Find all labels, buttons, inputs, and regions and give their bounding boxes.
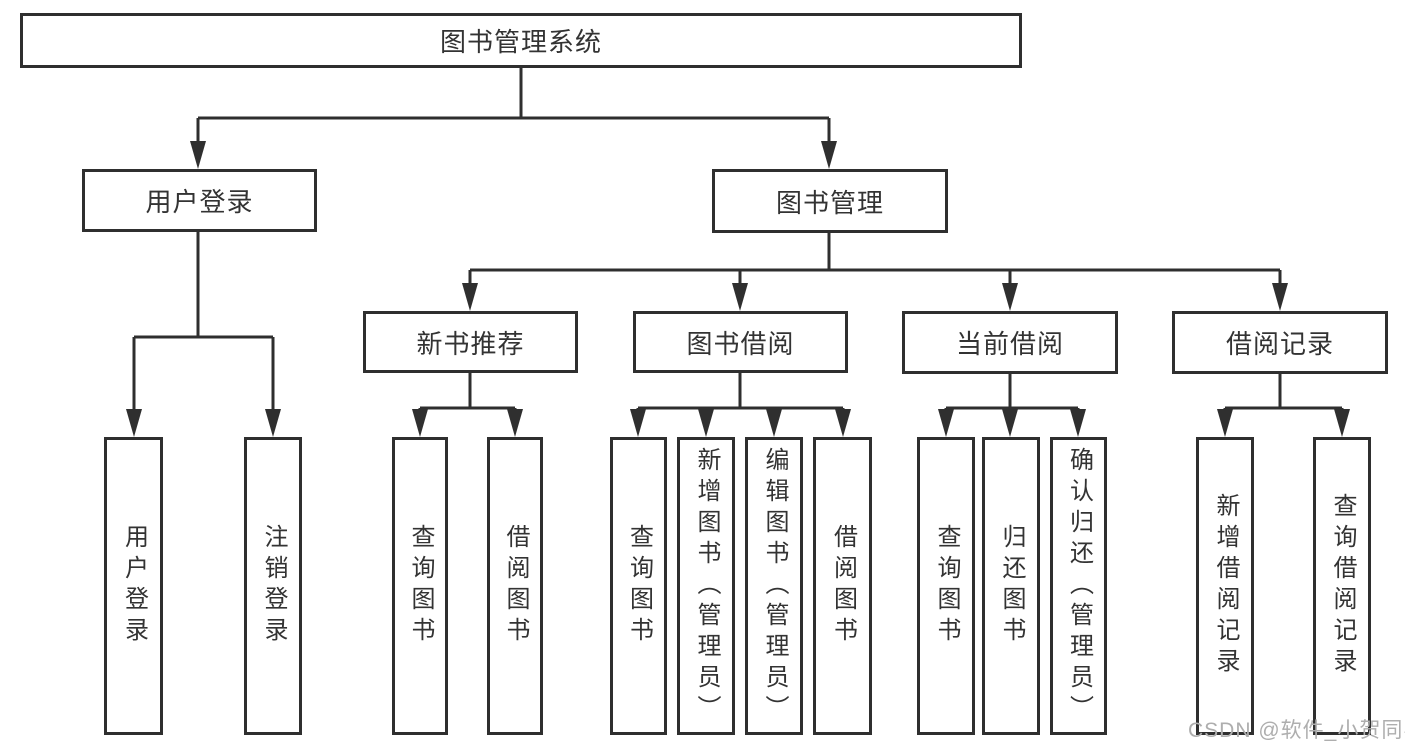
node-label: 查询图书 bbox=[625, 524, 653, 648]
node-borrowing-records: 借阅记录 bbox=[1172, 311, 1388, 374]
leaf-query-books-recommend: 查询图书 bbox=[392, 437, 448, 735]
node-label: 归还图书 bbox=[998, 524, 1025, 648]
node-label: 借阅图书 bbox=[502, 524, 529, 648]
node-label: 借阅图书 bbox=[829, 524, 857, 648]
node-book-management: 图书管理 bbox=[712, 169, 948, 233]
connector-shafts bbox=[132, 66, 1344, 413]
leaf-logout-login: 注销登录 bbox=[244, 437, 302, 735]
leaf-query-borrow-record: 查询借阅记录 bbox=[1313, 437, 1371, 735]
node-library-management-system: 图书管理系统 bbox=[20, 13, 1022, 68]
node-book-borrowing: 图书借阅 bbox=[633, 311, 848, 373]
node-new-book-recommend: 新书推荐 bbox=[363, 311, 578, 373]
node-label: 当前借阅 bbox=[955, 329, 1064, 359]
leaf-return-books: 归还图书 bbox=[982, 437, 1040, 735]
node-label: 图书管理系统 bbox=[439, 27, 602, 57]
leaf-query-books-current: 查询图书 bbox=[917, 437, 975, 735]
node-label: 用户登录 bbox=[120, 524, 148, 648]
csdn-watermark: CSDN @软件_小贺同学 bbox=[1188, 719, 1405, 742]
node-current-borrowing: 当前借阅 bbox=[902, 311, 1118, 374]
node-label: 用户登录 bbox=[145, 187, 254, 217]
node-label: 查询图书 bbox=[407, 524, 434, 648]
leaf-add-book-admin: 新增图书（管理员） bbox=[677, 437, 735, 735]
leaf-user-login: 用户登录 bbox=[104, 437, 163, 735]
leaf-query-books-borrowing: 查询图书 bbox=[610, 437, 667, 735]
node-label: 新增借阅记录 bbox=[1212, 493, 1239, 679]
node-label: 图书管理 bbox=[775, 187, 884, 218]
node-label: 图书借阅 bbox=[686, 328, 795, 359]
leaf-borrow-books-recommend: 借阅图书 bbox=[487, 437, 543, 735]
node-label: 新增图书（管理员） bbox=[693, 446, 720, 726]
leaf-add-borrow-record: 新增借阅记录 bbox=[1196, 437, 1254, 735]
node-label: 确认归还（管理员） bbox=[1065, 446, 1093, 726]
node-label: 注销登录 bbox=[260, 524, 287, 648]
node-label: 新书推荐 bbox=[416, 328, 525, 359]
leaf-borrow-books-borrowing: 借阅图书 bbox=[813, 437, 872, 735]
node-label: 查询借阅记录 bbox=[1329, 493, 1356, 679]
node-label: 编辑图书（管理员） bbox=[761, 446, 788, 726]
arrowheads bbox=[126, 141, 1350, 437]
node-label: 借阅记录 bbox=[1225, 329, 1334, 359]
node-user-login: 用户登录 bbox=[82, 169, 317, 232]
node-label: 查询图书 bbox=[933, 524, 960, 648]
leaf-confirm-return-admin: 确认归还（管理员） bbox=[1050, 437, 1107, 735]
leaf-edit-book-admin: 编辑图书（管理员） bbox=[745, 437, 803, 735]
